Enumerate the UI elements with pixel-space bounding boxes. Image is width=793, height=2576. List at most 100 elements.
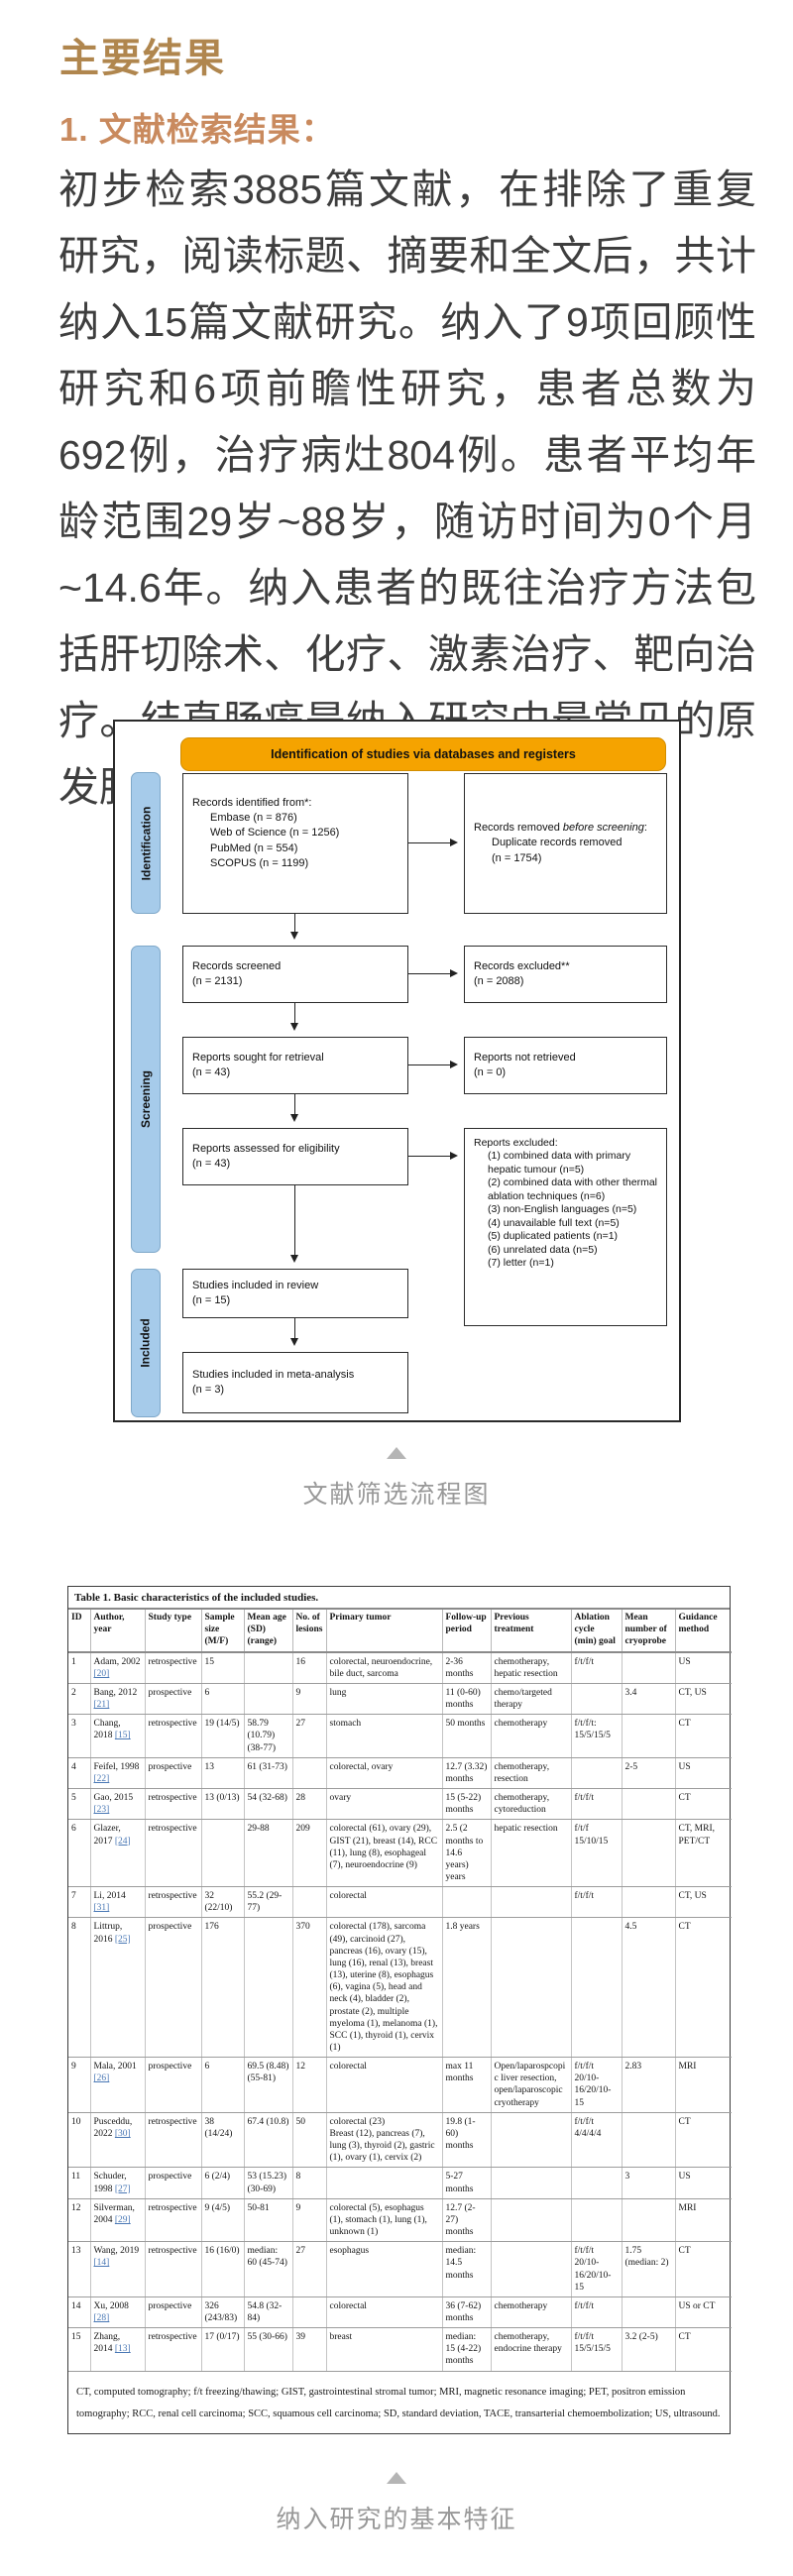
cell-id: 14 <box>68 2296 91 2329</box>
cell-cryoprobe <box>622 2112 676 2169</box>
cell-followup: 11 (0-60) months <box>442 1683 492 1716</box>
cell-cryoprobe: 2.83 <box>622 2057 676 2113</box>
table-row: 5 Gao, 2015 [23] retrospective 13 (0/13)… <box>68 1788 732 1821</box>
cell-id: 15 <box>68 2327 91 2372</box>
cell-author-year: Wang, 2019 [14] <box>90 2241 146 2297</box>
cell-study-type: retrospective <box>145 2112 202 2169</box>
cell-id: 4 <box>68 1757 91 1790</box>
cell-sample-size: 19 (14/5) <box>201 1714 245 1758</box>
cell-previous-treatment: chemotherapy, resection <box>491 1757 572 1790</box>
cell-study-type: retrospective <box>145 1651 202 1684</box>
table-row: 2 Bang, 2012 [21] prospective 6 9 lung 1… <box>68 1683 732 1716</box>
diagram-header-banner: Identification of studies via databases … <box>180 737 666 771</box>
citation-link[interactable]: [26] <box>93 2073 110 2084</box>
table-row: 4 Feifel, 1998 [22] prospective 13 61 (3… <box>68 1757 732 1790</box>
cell-author-year: Zhang, 2014 [13] <box>90 2327 146 2372</box>
col-header-cryoprobe: Mean number of cryoprobe <box>622 1610 676 1653</box>
citation-link[interactable]: [25] <box>114 1934 131 1945</box>
cell-guidance: US <box>675 1757 732 1790</box>
arrow-identified-to-removed <box>408 838 458 846</box>
cell-lesions: 50 <box>292 2112 327 2169</box>
cell-sample-size: 6 <box>201 2057 245 2113</box>
table-row: 8 Littrup, 2016 [25] prospective 176 370… <box>68 1917 732 2059</box>
cell-lesions: 39 <box>292 2327 327 2372</box>
cell-followup: 12.7 (3.32) months <box>442 1757 492 1790</box>
citation-link[interactable]: [22] <box>93 1773 110 1784</box>
cell-lesions: 27 <box>292 1714 327 1758</box>
box-reports-excluded: Reports excluded: (1) combined data with… <box>464 1128 667 1326</box>
cell-study-type: retrospective <box>145 1819 202 1888</box>
cell-author-year: Littrup, 2016 [25] <box>90 1917 146 2059</box>
cell-followup: median: 14.5 months <box>442 2241 492 2297</box>
citation-link[interactable]: [20] <box>93 1668 110 1679</box>
citation-link[interactable]: [23] <box>93 1805 110 1816</box>
citation-link[interactable]: [28] <box>93 2312 110 2323</box>
cell-guidance: CT, MRI, PET/CT <box>675 1819 732 1888</box>
citation-link[interactable]: [21] <box>93 1700 110 1711</box>
cell-guidance: CT <box>675 1917 732 2059</box>
cell-author-year: Pusceddu, 2022 [30] <box>90 2112 146 2169</box>
table-row: 7 Li, 2014 [31] retrospective 32 (22/10)… <box>68 1886 732 1919</box>
cell-guidance: CT <box>675 2112 732 2169</box>
cell-ablation-cycle <box>571 2198 623 2243</box>
cell-mean-age: 69.5 (8.48) (55-81) <box>244 2057 293 2113</box>
source-web-of-science: Web of Science (n = 1256) <box>210 827 340 840</box>
table-row: 12 Silverman, 2004 [29] retrospective 9 … <box>68 2198 732 2243</box>
cell-lesions: 370 <box>292 1917 327 2059</box>
cell-id: 11 <box>68 2167 91 2199</box>
cell-mean-age: 61 (31-73) <box>244 1757 293 1790</box>
cell-lesions <box>292 1886 327 1919</box>
cell-study-type: retrospective <box>145 2241 202 2297</box>
cell-cryoprobe: 3.4 <box>622 1683 676 1716</box>
cell-mean-age: 54 (32-68) <box>244 1788 293 1821</box>
cell-ablation-cycle <box>571 1757 623 1790</box>
cell-followup: 1.8 years <box>442 1917 492 2059</box>
cell-mean-age: 29-88 <box>244 1819 293 1888</box>
cell-primary-tumor: esophagus <box>326 2241 443 2297</box>
cell-author-year: Glazer, 2017 [24] <box>90 1819 146 1888</box>
cell-id: 9 <box>68 2057 91 2113</box>
citation-link[interactable]: [27] <box>114 2184 131 2194</box>
citation-link[interactable]: [30] <box>114 2128 131 2139</box>
box-reports-excluded-title: Reports excluded: <box>474 1137 558 1149</box>
cell-sample-size: 176 <box>201 1917 245 2059</box>
source-embase: Embase (n = 876) <box>210 812 297 825</box>
citation-link[interactable]: [14] <box>93 2258 110 2269</box>
cell-ablation-cycle: f/t/f/t <box>571 1651 623 1684</box>
cell-previous-treatment: Open/laparospcopic liver resection, open… <box>491 2057 572 2113</box>
cell-id: 5 <box>68 1788 91 1821</box>
stage-tab-label: Screening <box>139 1069 153 1129</box>
cell-sample-size: 6 <box>201 1683 245 1716</box>
arrow-sought-to-not-retrieved <box>408 1060 458 1068</box>
cell-ablation-cycle: f/t/f/t 20/10-16/20/10-15 <box>571 2241 623 2297</box>
cell-primary-tumor: colorectal (178), sarcoma (49), carcinoi… <box>326 1917 443 2059</box>
cell-followup: 36 (7-62) months <box>442 2296 492 2329</box>
stage-tab-screening: Screening <box>131 946 161 1253</box>
cell-primary-tumor: colorectal <box>326 2057 443 2113</box>
cell-author-year: Silverman, 2004 [29] <box>90 2198 146 2243</box>
cell-primary-tumor: stomach <box>326 1714 443 1758</box>
cell-sample-size: 13 (0/13) <box>201 1788 245 1821</box>
exclusion-reason: (3) non-English languages (n=5) <box>488 1203 637 1216</box>
cell-followup: max 11 months <box>442 2057 492 2113</box>
citation-link[interactable]: [13] <box>114 2344 131 2355</box>
cell-previous-treatment: chemotherapy <box>491 1714 572 1758</box>
cell-primary-tumor: colorectal (23) Breast (12), pancreas (7… <box>326 2112 443 2169</box>
arrow-screened-to-sought <box>289 1003 298 1031</box>
arrow-screened-to-excluded <box>408 968 458 977</box>
citation-link[interactable]: [15] <box>114 1731 131 1741</box>
cell-author-year: Gao, 2015 [23] <box>90 1788 146 1821</box>
citation-link[interactable]: [24] <box>114 1836 131 1847</box>
cell-guidance: CT <box>675 2327 732 2372</box>
citation-link[interactable]: [31] <box>93 1903 110 1914</box>
cell-followup: 50 months <box>442 1714 492 1758</box>
cell-mean-age: 50-81 <box>244 2198 293 2243</box>
citation-link[interactable]: [29] <box>114 2214 131 2225</box>
cell-study-type: prospective <box>145 2167 202 2199</box>
cell-sample-size: 13 <box>201 1757 245 1790</box>
table-title: Table 1. Basic characteristics of the in… <box>68 1587 730 1610</box>
cell-mean-age <box>244 1651 293 1684</box>
cell-id: 12 <box>68 2198 91 2243</box>
cell-author-year: Li, 2014 [31] <box>90 1886 146 1919</box>
